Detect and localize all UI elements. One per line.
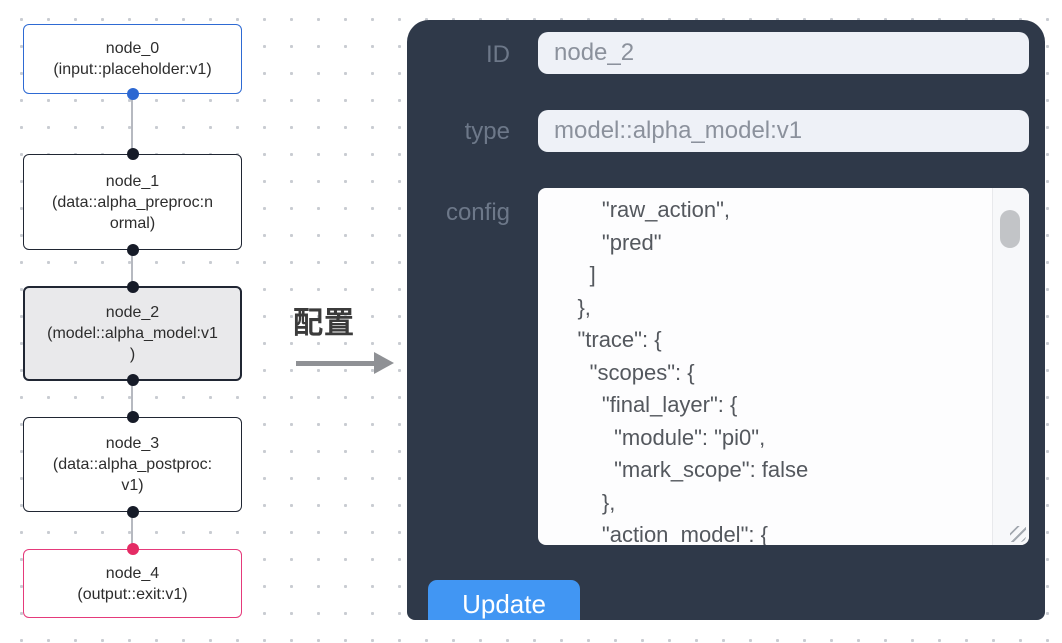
node-type-line: v1) — [121, 477, 144, 494]
flow-node-node_4[interactable]: node_4 (output::exit:v1) — [23, 543, 242, 618]
edge[interactable] — [131, 250, 133, 287]
connection-handle[interactable] — [126, 543, 139, 555]
config-arrow-label: 配置 — [293, 307, 355, 340]
scrollbar-thumb[interactable] — [1000, 210, 1020, 248]
arrow-right-icon — [293, 352, 403, 374]
node-type-line: (model::alpha_model:v1 — [47, 325, 218, 342]
node-type: (data::alpha_postproc: v1) — [53, 454, 212, 496]
flow-node-node_2-selected[interactable]: node_2 (model::alpha_model:v1 ) — [23, 281, 242, 386]
config-transition: 配置 — [293, 298, 403, 374]
node-type-line: (data::alpha_postproc: — [52, 456, 213, 473]
connection-handle[interactable] — [126, 506, 139, 518]
node-title: node_3 — [105, 435, 160, 452]
connection-handle[interactable] — [126, 244, 139, 256]
node-title: node_0 — [105, 40, 160, 57]
node-type-line: (data::alpha_preproc:n — [52, 193, 213, 211]
node-type-line: (output::exit:v1) — [77, 585, 188, 603]
resize-handle-icon[interactable] — [1010, 526, 1026, 542]
type-field-label: type — [464, 118, 510, 145]
node-title: node_4 — [105, 564, 160, 582]
arrow-head — [374, 352, 394, 374]
node-title: node_1 — [105, 172, 160, 190]
config-json-text: "raw_action", "pred" ] }, "trace": { "sc… — [577, 197, 809, 545]
node-type: (input::placeholder:v1) — [53, 59, 211, 80]
arrow-shaft — [296, 361, 374, 366]
config-field-label: config — [445, 199, 510, 226]
connection-handle[interactable] — [126, 88, 139, 100]
connection-handle[interactable] — [126, 281, 139, 293]
node-type: (model::alpha_model:v1 ) — [47, 323, 218, 365]
update-button[interactable]: Update — [428, 580, 580, 620]
config-textarea[interactable]: "raw_action", "pred" ] }, "trace": { "sc… — [538, 188, 1029, 545]
config-panel: ID type config "raw_action", "pred" ] },… — [407, 20, 1045, 620]
flow-node-node_0[interactable]: node_0 (input::placeholder:v1) — [23, 24, 242, 100]
edge[interactable] — [131, 512, 133, 550]
type-input[interactable] — [538, 110, 1029, 152]
node-type-line: ) — [129, 346, 136, 363]
connection-handle[interactable] — [126, 374, 139, 386]
scrollbar-track[interactable] — [992, 188, 1029, 545]
node-type-line: (input::placeholder:v1) — [53, 61, 212, 78]
node-title: node_2 — [105, 304, 160, 321]
flow-node-node_1[interactable]: node_1 (data::alpha_preproc:n ormal) — [23, 148, 242, 256]
flow-node-node_3[interactable]: node_3 (data::alpha_postproc: v1) — [23, 411, 242, 518]
node-type-line: ormal) — [109, 214, 156, 232]
edge[interactable] — [131, 95, 133, 155]
id-field-label: ID — [486, 41, 510, 68]
connection-handle[interactable] — [126, 411, 139, 423]
node-type: (data::alpha_preproc:n ormal) — [52, 192, 213, 234]
edge[interactable] — [131, 381, 133, 418]
connection-handle[interactable] — [126, 148, 139, 160]
node-type: (output::exit:v1) — [77, 584, 187, 605]
id-input[interactable] — [538, 32, 1029, 74]
